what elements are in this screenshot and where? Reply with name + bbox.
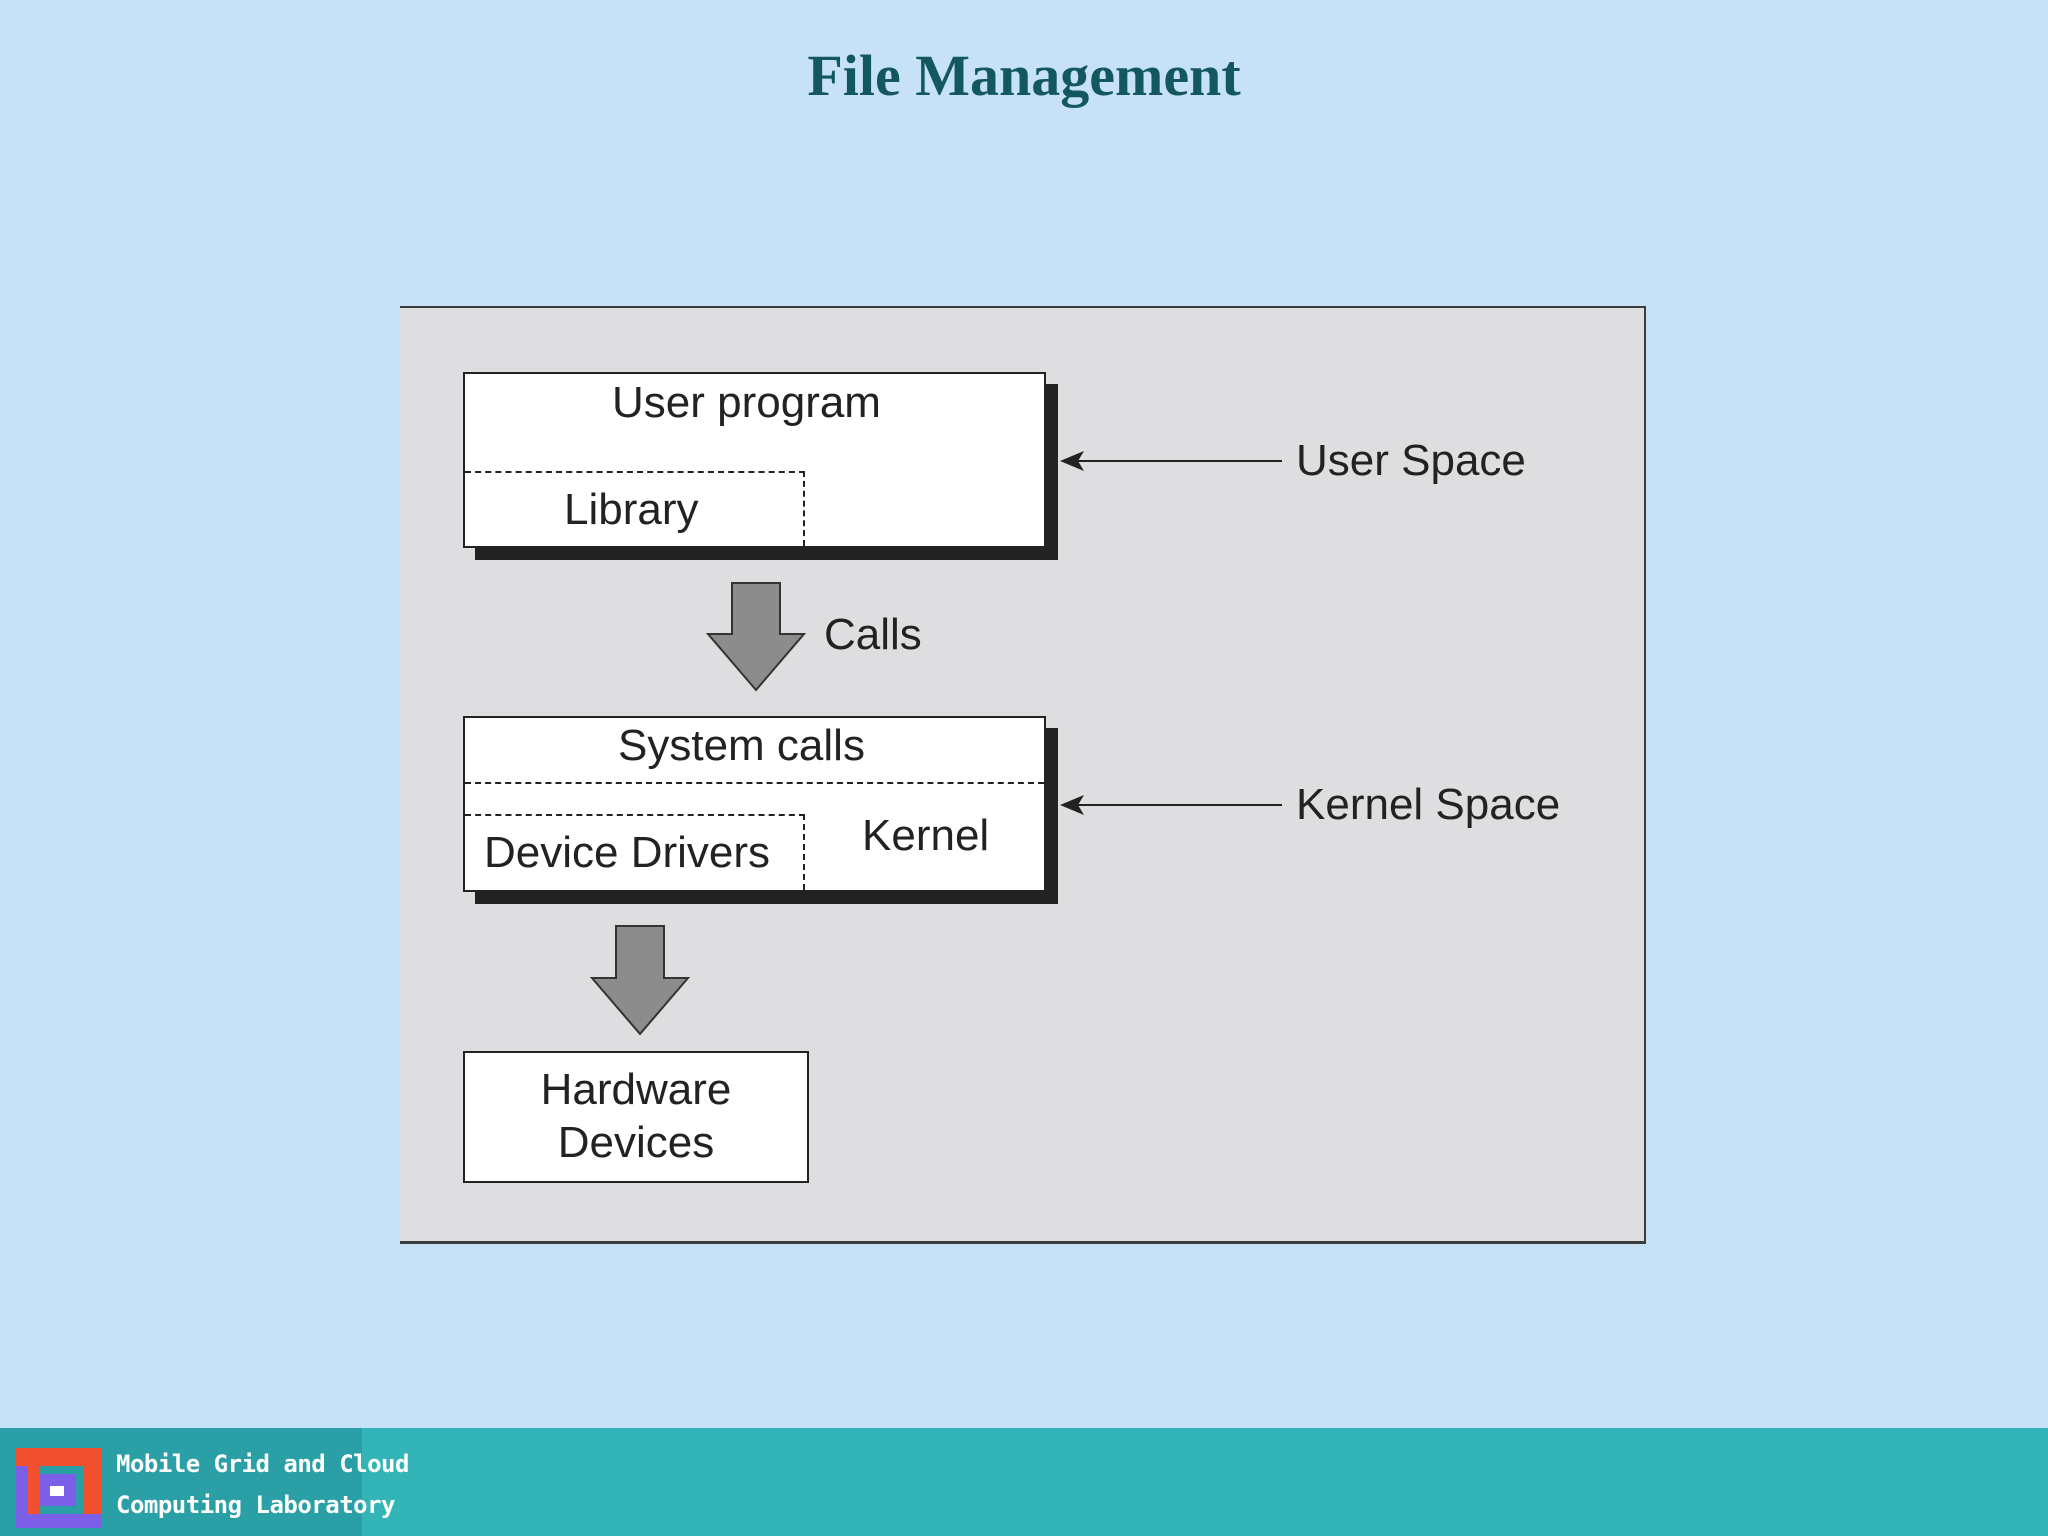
user-program-box — [463, 372, 1046, 548]
kernel-space-label: Kernel Space — [1296, 780, 1561, 829]
user-program-label: User program — [612, 378, 881, 427]
hardware-devices-box — [463, 1051, 809, 1183]
system-calls-divider — [465, 782, 1044, 784]
footer-logo-panel: Mobile Grid and Cloud Computing Laborato… — [0, 1428, 409, 1536]
device-drivers-divider — [465, 814, 805, 816]
diagram-panel: User program Library Calls System calls … — [400, 306, 1646, 1244]
device-drivers-label: Device Drivers — [484, 828, 771, 877]
library-divider-vertical — [803, 471, 805, 546]
diagram-arrows — [589, 451, 1282, 1036]
hardware-label-line1: Hardware — [540, 1065, 732, 1114]
kernel-label: Kernel — [862, 811, 990, 860]
kernel-box — [463, 716, 1046, 892]
hardware-arrow — [589, 925, 691, 1036]
lab-name-line2: Computing Laboratory — [116, 1491, 395, 1519]
calls-label: Calls — [824, 610, 922, 659]
hardware-label-line2: Devices — [557, 1118, 715, 1167]
lab-name-line1: Mobile Grid and Cloud — [116, 1450, 409, 1478]
system-calls-label: System calls — [618, 721, 865, 770]
user-space-label: User Space — [1296, 436, 1526, 485]
lab-logo-icon — [16, 1448, 102, 1528]
library-divider — [465, 471, 805, 473]
device-drivers-divider-vertical — [803, 814, 805, 890]
footer-bar: Mobile Grid and Cloud Computing Laborato… — [0, 1428, 2048, 1536]
slide-title: File Management — [807, 43, 1241, 108]
calls-arrow — [705, 582, 807, 692]
library-label: Library — [564, 485, 699, 534]
